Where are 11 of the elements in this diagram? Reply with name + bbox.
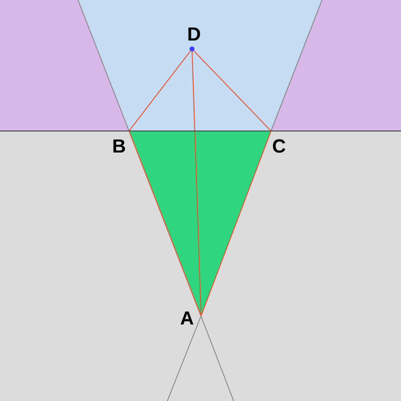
segment [192,51,202,316]
point [190,46,194,52]
segment [200,130,272,316]
segment [193,50,272,132]
segment [128,50,191,132]
point-label: D [188,27,200,41]
segment [128,130,272,132]
point-label: A [180,311,194,325]
point-label: C [272,139,286,153]
point-label: B [113,139,125,153]
segment [128,130,202,316]
